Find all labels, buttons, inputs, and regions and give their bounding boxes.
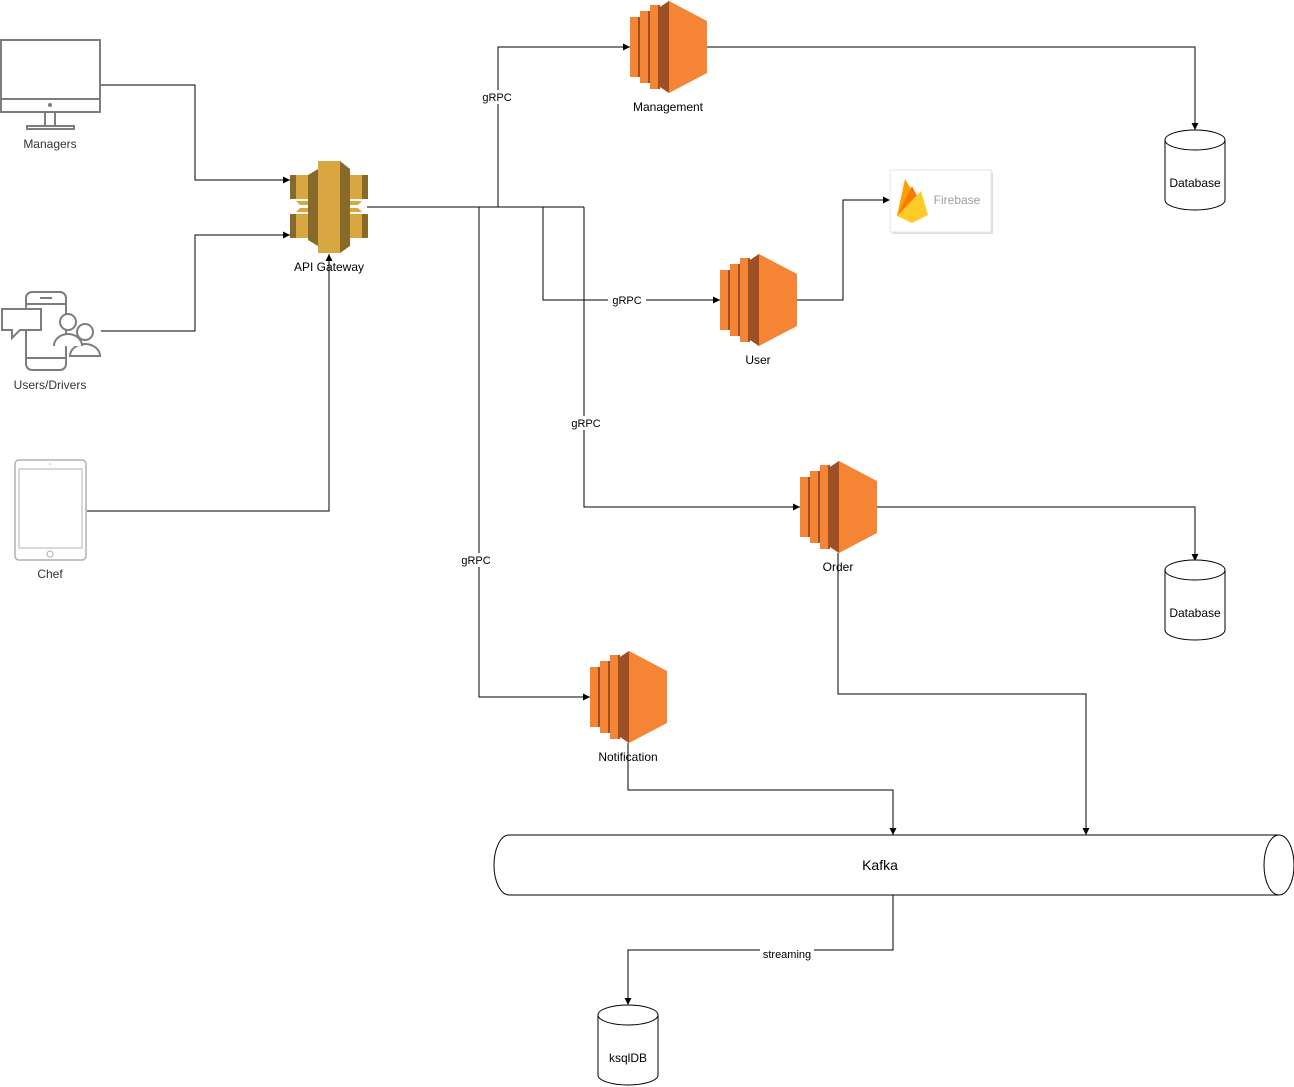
aws-api-gateway-icon: [290, 161, 368, 253]
ksqldb-label: ksqlDB: [609, 1051, 647, 1065]
database-cylinder-icon: [597, 1004, 659, 1086]
kafka-label: Kafka: [862, 857, 898, 873]
firebase-label: Firebase: [934, 193, 981, 207]
user-service-label: User: [745, 353, 770, 367]
firebase-flame-icon: [897, 179, 928, 223]
notification-service-label: Notification: [598, 750, 657, 764]
management-database-node[interactable]: Database: [1164, 129, 1226, 211]
api-gateway-node[interactable]: API Gateway: [290, 161, 368, 274]
ksqldb-node[interactable]: ksqlDB: [597, 1004, 659, 1086]
kafka-pipe-end: [1263, 834, 1280, 896]
aws-ec2-icon: [590, 651, 667, 743]
chef-label: Chef: [37, 567, 63, 581]
edge-managers-gateway: [101, 84, 290, 184]
aws-ec2-icon: [800, 461, 877, 553]
edge-order-database: [877, 506, 1199, 561]
order-service-node[interactable]: Order: [800, 461, 877, 574]
notification-service-node[interactable]: Notification: [590, 651, 667, 764]
edge-chef-gateway: [87, 254, 333, 512]
edge-gateway-management: [497, 43, 630, 207]
kafka-node[interactable]: Kafka: [493, 834, 1294, 896]
edge-label-order: gRPC: [571, 418, 600, 430]
management-service-node[interactable]: Management: [630, 1, 707, 114]
edge-gateway-notification: [478, 207, 590, 701]
managers-node[interactable]: Managers: [0, 39, 101, 151]
edge-gateway-order: [583, 207, 800, 511]
chef-node[interactable]: Chef: [14, 459, 87, 581]
database-cylinder-icon: [1164, 129, 1226, 211]
users-drivers-node[interactable]: Users/Drivers: [1, 291, 102, 392]
edge-management-database: [707, 46, 1199, 130]
firebase-node[interactable]: Firebase: [889, 169, 993, 234]
aws-ec2-icon: [720, 254, 797, 346]
edge-notification-kafka: [627, 743, 897, 835]
managers-label: Managers: [23, 137, 76, 151]
edge-label-management: gRPC: [482, 92, 511, 104]
management-database-label: Database: [1169, 176, 1221, 190]
edge-user-firebase: [797, 196, 890, 301]
database-cylinder-icon: [1164, 559, 1226, 641]
management-service-label: Management: [633, 100, 704, 114]
edge-order-kafka: [837, 553, 1090, 835]
order-service-label: Order: [823, 560, 854, 574]
order-database-label: Database: [1169, 606, 1221, 620]
users-drivers-label: Users/Drivers: [14, 378, 87, 392]
aws-ec2-icon: [630, 1, 707, 93]
edge-users-gateway: [101, 231, 290, 332]
desktop-monitor-icon: [0, 39, 101, 130]
order-database-node[interactable]: Database: [1164, 559, 1226, 641]
tablet-icon: [14, 459, 87, 561]
edge-gateway-user: [542, 207, 720, 304]
edge-label-user: gRPC: [612, 295, 641, 307]
mobile-users-icon: [1, 291, 102, 371]
user-service-node[interactable]: User: [720, 254, 797, 367]
edge-label-notification: gRPC: [461, 555, 490, 567]
edge-label-streaming: streaming: [763, 949, 811, 961]
api-gateway-label: API Gateway: [294, 260, 364, 274]
edge-labels: gRPC gRPC gRPC gRPC streaming: [457, 90, 814, 961]
